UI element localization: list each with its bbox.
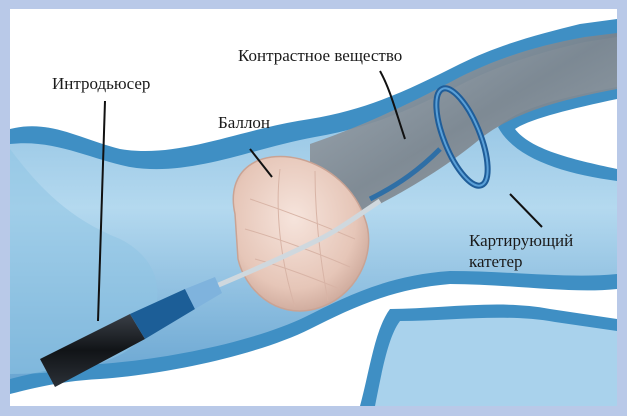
label-balloon: Баллон — [218, 114, 270, 133]
label-mapping-line2: катетер — [469, 253, 523, 272]
figure-panel: Интродьюсер Баллон Контрастное вещество … — [10, 9, 617, 406]
label-mapping-line1: Картирующий — [469, 232, 573, 251]
label-introducer: Интродьюсер — [52, 75, 150, 94]
label-contrast: Контрастное вещество — [238, 47, 402, 66]
balloon-catheter-illustration — [10, 9, 617, 406]
